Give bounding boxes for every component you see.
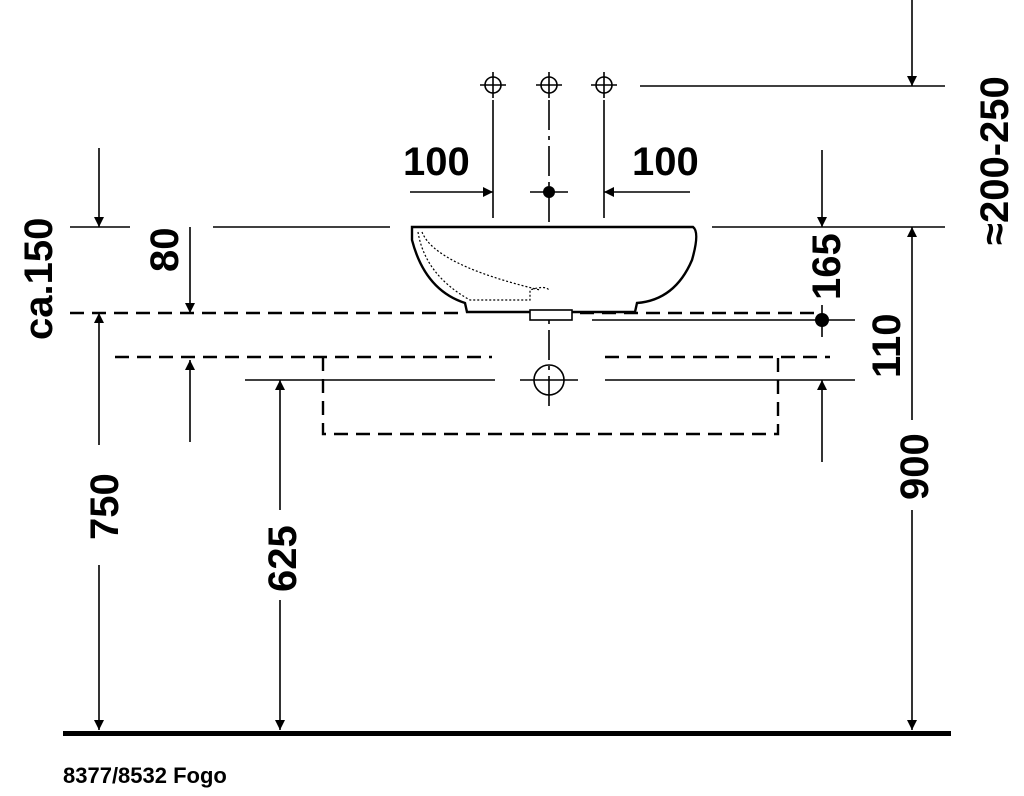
tap-holes bbox=[480, 72, 617, 98]
dim-tap-right: 100 bbox=[632, 140, 699, 184]
dim-750: 750 bbox=[83, 473, 127, 540]
floor-line bbox=[63, 731, 951, 736]
basin bbox=[410, 225, 698, 321]
dim-basin-height: ca.150 bbox=[17, 218, 61, 340]
dim-80: 80 bbox=[143, 228, 187, 273]
dim-900: 900 bbox=[893, 433, 937, 500]
caption: 8377/8532 Fogo bbox=[63, 763, 227, 788]
dim-625: 625 bbox=[261, 525, 305, 592]
dim-tap-height: ≈200-250 bbox=[973, 76, 1017, 245]
dim-tap-left: 100 bbox=[403, 140, 470, 184]
dim-165: 165 bbox=[805, 233, 849, 300]
dim-110: 110 bbox=[865, 313, 909, 378]
